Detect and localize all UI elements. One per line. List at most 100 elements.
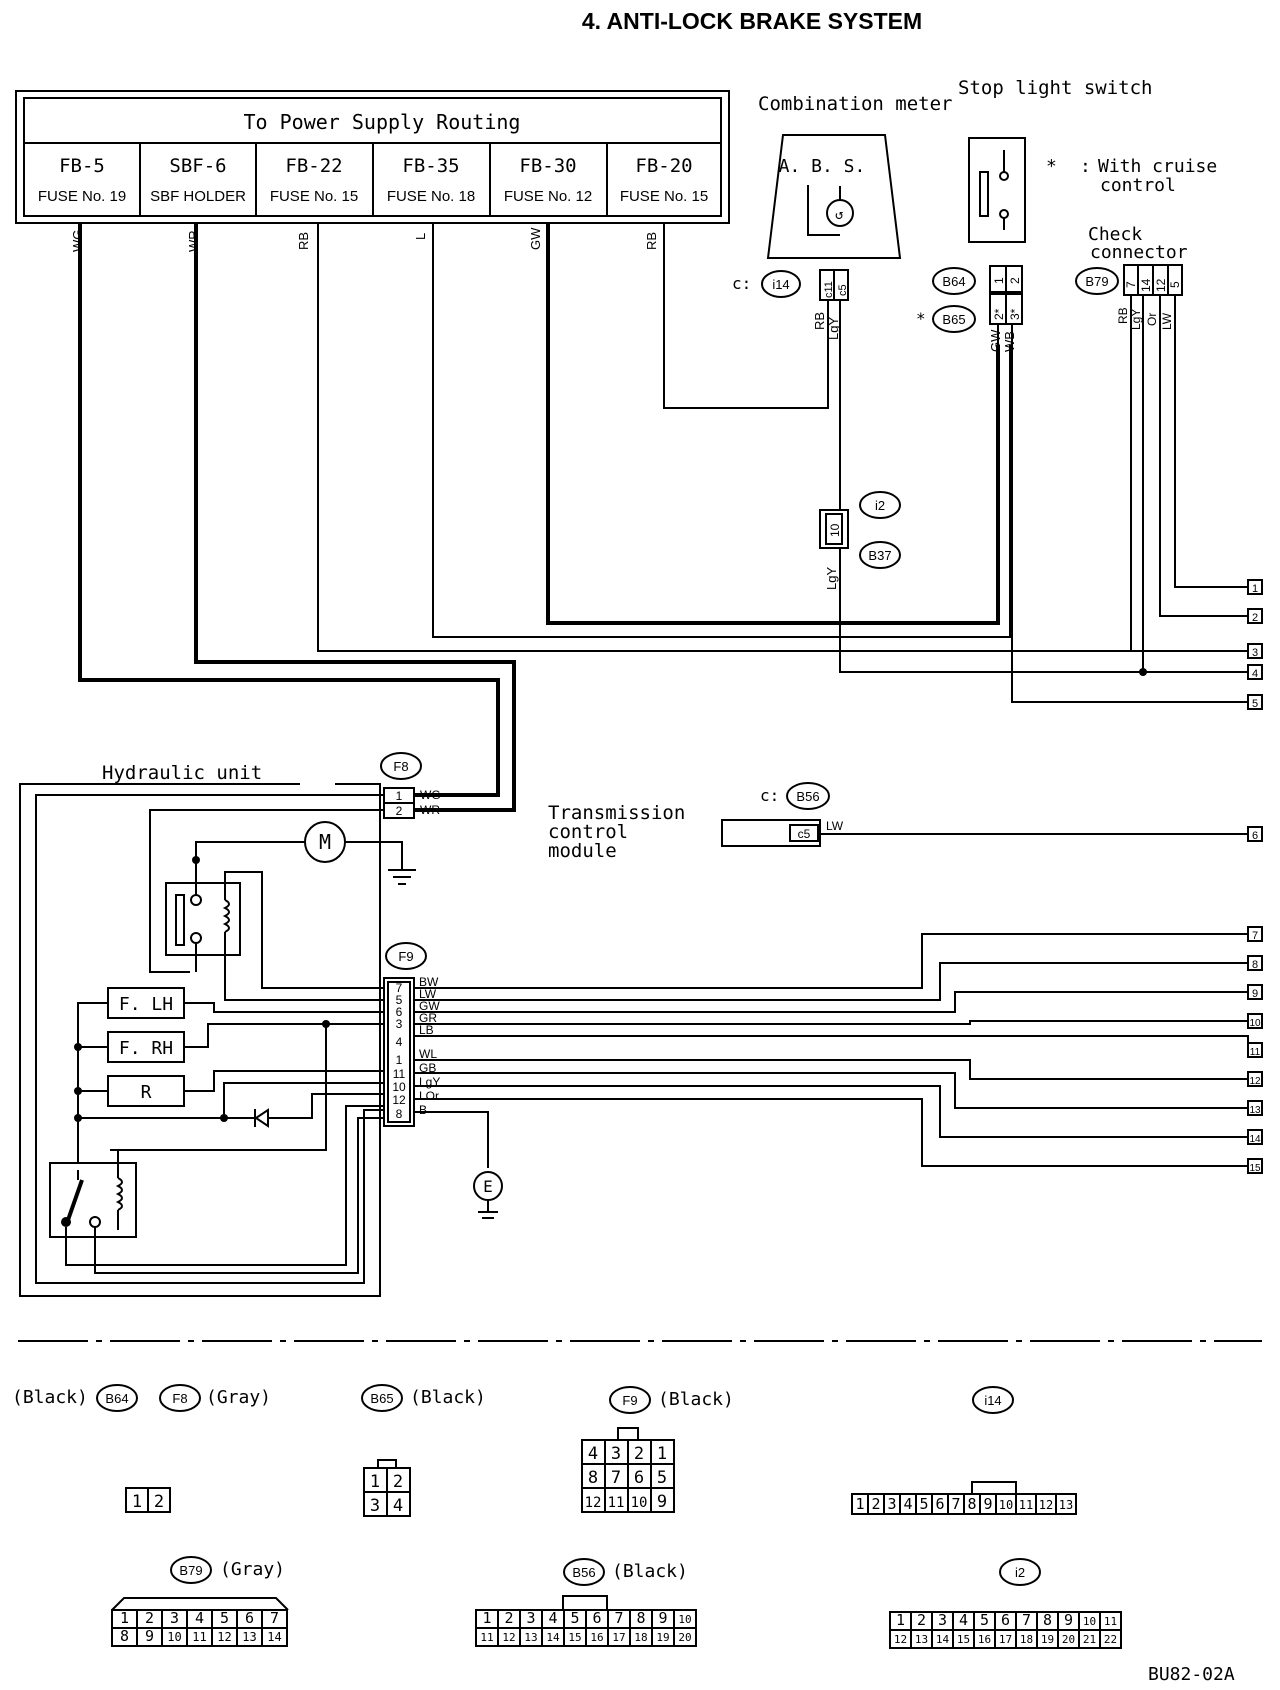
pin-label: 10 bbox=[678, 1613, 691, 1626]
check-connector: Check connector B79 7 14 12 5 RB LgY Or … bbox=[1075, 224, 1188, 330]
pin-label: 18 bbox=[634, 1631, 647, 1644]
pin-label: 9 bbox=[658, 1609, 667, 1627]
pin-label: 14 bbox=[936, 1633, 950, 1646]
pin-label: 13 bbox=[524, 1631, 537, 1644]
pin-label: 5 bbox=[980, 1611, 989, 1629]
svg-text:2: 2 bbox=[1252, 612, 1258, 624]
fuse-label: SBF HOLDER bbox=[150, 188, 246, 205]
pin-label: 15 bbox=[957, 1633, 970, 1646]
motor-icon: M bbox=[319, 830, 331, 854]
note-line1: With cruise bbox=[1098, 156, 1217, 177]
pin-label: 11 bbox=[608, 1495, 625, 1511]
connector-prefix: c: bbox=[732, 274, 751, 293]
wire-label: Or bbox=[1145, 313, 1159, 326]
terminal: 4 bbox=[1247, 664, 1263, 680]
pin-label: 11 bbox=[1019, 1498, 1033, 1512]
pin-label: 12 bbox=[1039, 1498, 1053, 1512]
fuse-id: FB-22 bbox=[285, 155, 342, 177]
pin-label: 12 bbox=[1154, 278, 1168, 292]
svg-text:4: 4 bbox=[1252, 668, 1258, 680]
terminal: 14 bbox=[1247, 1129, 1263, 1145]
pin-label: 12 bbox=[217, 1630, 231, 1644]
pin-label: 11 bbox=[1104, 1615, 1117, 1628]
pin-label: 10 bbox=[392, 1080, 406, 1094]
pin-label: 5 bbox=[919, 1495, 928, 1513]
terminal: 2 bbox=[1247, 608, 1263, 624]
connector-id: B56 bbox=[796, 789, 819, 804]
pin-label: 6 bbox=[935, 1495, 944, 1513]
wire-label: LOr bbox=[419, 1089, 439, 1103]
pin-label: 3 bbox=[396, 1017, 403, 1031]
pin-label: 1 bbox=[482, 1609, 491, 1627]
transmission-control-module: Transmission control module c5 c: B56 LW bbox=[548, 782, 844, 862]
wire-label: WL bbox=[419, 1047, 437, 1061]
star-mark: * bbox=[916, 309, 926, 328]
wire-label: RB bbox=[1116, 307, 1130, 324]
pin-label: 12 bbox=[585, 1495, 602, 1511]
connector-id: F8 bbox=[393, 759, 408, 774]
abs-label: A. B. S. bbox=[779, 156, 866, 177]
wires bbox=[78, 223, 1248, 835]
pin-label: 9 bbox=[145, 1627, 154, 1645]
svg-text:8: 8 bbox=[1252, 959, 1258, 971]
terminal: 5 bbox=[1247, 694, 1263, 710]
pin-label: 21 bbox=[1083, 1633, 1096, 1646]
stop-light-switch: Stop light switch 1 2 2* 3* B64 * B65 GW… bbox=[916, 77, 1152, 352]
svg-text:9: 9 bbox=[1252, 988, 1258, 1000]
svg-text:12: 12 bbox=[1249, 1076, 1261, 1087]
svg-text:11: 11 bbox=[1250, 1047, 1261, 1058]
tcm-label-2: control bbox=[548, 821, 628, 843]
pin-label: 7 bbox=[396, 981, 403, 995]
connector-id: i2 bbox=[875, 498, 885, 513]
pin-label: 3 bbox=[170, 1609, 179, 1627]
pin-label: 1 bbox=[396, 1053, 403, 1067]
pin-cell bbox=[673, 1627, 697, 1647]
wire-label: B bbox=[419, 1103, 427, 1117]
pin-label: 4 bbox=[393, 1496, 403, 1516]
pin-label: c5 bbox=[798, 827, 811, 841]
svg-text:10: 10 bbox=[1249, 1018, 1261, 1029]
pin-label: 13 bbox=[915, 1633, 928, 1646]
wire-label: RB bbox=[296, 232, 311, 250]
svg-text:6: 6 bbox=[1252, 830, 1258, 842]
pin-label: 8 bbox=[1043, 1611, 1052, 1629]
pin-label: 12 bbox=[894, 1633, 907, 1646]
pin-label: 1 bbox=[370, 1472, 380, 1492]
pin-label: 12 bbox=[392, 1093, 406, 1107]
pin-label: 2 bbox=[634, 1444, 644, 1464]
pin-label: 3 bbox=[938, 1611, 947, 1629]
pin-label: 7 bbox=[611, 1468, 621, 1488]
view-color: (Gray) bbox=[220, 1559, 285, 1580]
pin-label: 11 bbox=[393, 1067, 406, 1081]
terminal: 11 bbox=[1247, 1042, 1263, 1058]
connector-id: B64 bbox=[105, 1391, 128, 1406]
note-line2: control bbox=[1100, 175, 1176, 196]
pin-label: 5 bbox=[657, 1468, 667, 1488]
pin-label: 4 bbox=[903, 1495, 912, 1513]
svg-text:7: 7 bbox=[1252, 930, 1258, 942]
fuse-label: FUSE No. 18 bbox=[387, 188, 475, 205]
pin-label: 7 bbox=[951, 1495, 960, 1513]
pin-label: 2 bbox=[145, 1609, 154, 1627]
tcm-label-3: module bbox=[548, 840, 617, 862]
pin-label: 8 bbox=[120, 1627, 129, 1645]
pin-label: 14 bbox=[1139, 278, 1153, 292]
note-star: * bbox=[1046, 156, 1057, 177]
pin-label: 2 bbox=[871, 1495, 880, 1513]
valve-label: R bbox=[141, 1082, 152, 1103]
combination-meter: Combination meter A. B. S. ↺ c11 c5 c: i… bbox=[732, 93, 952, 340]
pin-label: 8 bbox=[396, 1107, 403, 1121]
fuse-id: FB-35 bbox=[402, 155, 459, 177]
fuse-label: FUSE No. 19 bbox=[38, 188, 126, 205]
pin-label: 1 bbox=[657, 1444, 667, 1464]
wire-label: WG bbox=[420, 788, 441, 802]
pin-label: 9 bbox=[657, 1492, 667, 1512]
pin-label: 13 bbox=[242, 1630, 256, 1644]
terminal: 8 bbox=[1247, 955, 1263, 971]
pin-label: 8 bbox=[588, 1468, 598, 1488]
view-color: (Black) bbox=[658, 1389, 734, 1410]
diagram-code: BU82-02A bbox=[1148, 1664, 1235, 1685]
connector-id: i14 bbox=[772, 277, 789, 292]
terminal: 13 bbox=[1247, 1100, 1263, 1116]
